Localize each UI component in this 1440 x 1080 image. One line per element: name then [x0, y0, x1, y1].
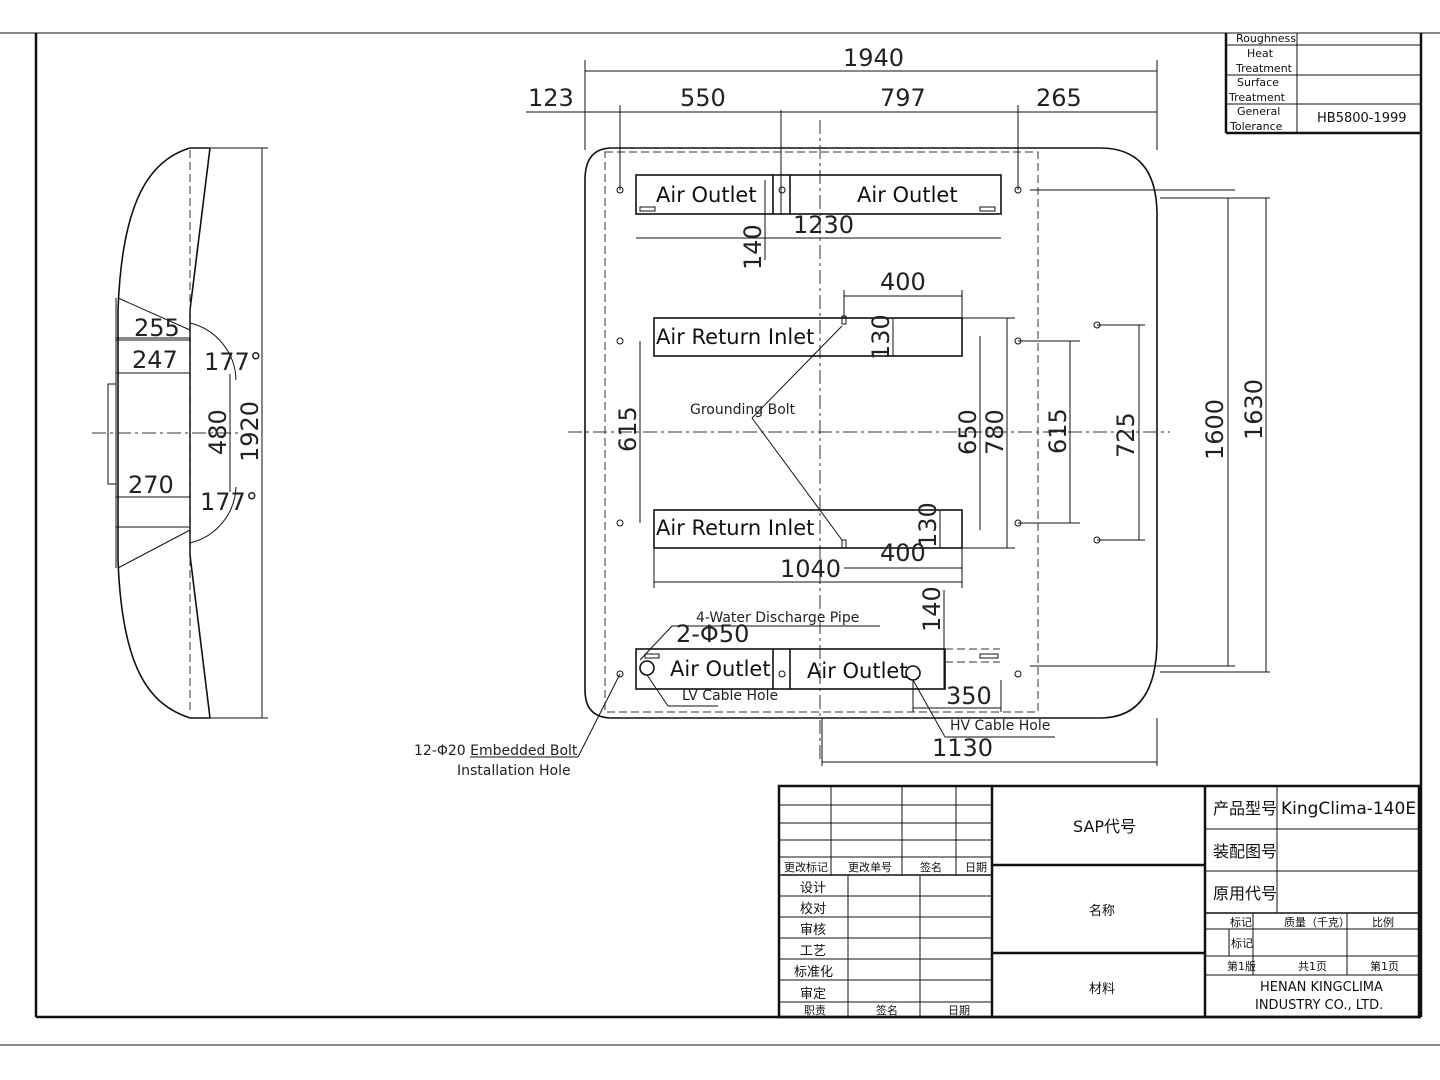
dim-725: 725 [1112, 412, 1140, 458]
tb-design: 设计 [800, 881, 826, 896]
tb-rev-mark: 更改标记 [784, 860, 828, 874]
tb-page: 第1页 [1370, 959, 1399, 973]
tb-edition: 第1版 [1227, 959, 1256, 973]
water-discharge-label: 4-Water Discharge Pipe [696, 610, 859, 626]
dim-265: 265 [1036, 84, 1082, 112]
embedded-bolt-label-2: Installation Hole [457, 763, 571, 779]
dim-1040: 1040 [780, 555, 841, 583]
spec-tolerance-1: General [1237, 105, 1280, 118]
spec-surface-2: Treatment [1228, 91, 1286, 104]
tb-material: 材料 [1089, 982, 1115, 997]
tb-scale: 比例 [1372, 915, 1394, 929]
spec-table: Roughness Heat Treatment Surface Treatme… [1224, 32, 1421, 135]
dim-615-left: 615 [614, 406, 642, 452]
top-view: Air Outlet Air Outlet Air Return Inlet A… [414, 44, 1270, 779]
dim-1230: 1230 [793, 211, 854, 239]
bottom-right-outlet-label: Air Outlet [807, 659, 908, 683]
tb-process: 工艺 [800, 944, 826, 959]
spec-surface-1: Surface [1237, 76, 1279, 89]
dim-615-right: 615 [1044, 408, 1072, 454]
dim-255: 255 [134, 314, 180, 342]
tb-assembly-label: 装配图号 [1213, 842, 1277, 861]
tb-mark2: 标记 [1231, 936, 1253, 950]
spec-heat-2: Treatment [1235, 62, 1293, 75]
dim-1920: 1920 [236, 401, 264, 462]
return-inlet-lower-label: Air Return Inlet [656, 516, 814, 540]
angle-bottom: 177° [200, 488, 258, 516]
tb-standard: 标准化 [794, 965, 833, 980]
spec-heat-1: Heat [1247, 47, 1274, 60]
tb-date: 日期 [965, 861, 987, 874]
dim-1130: 1130 [932, 734, 993, 762]
dim-780: 780 [981, 409, 1009, 455]
top-right-outlet-label: Air Outlet [857, 183, 958, 207]
dim-130-upper: 130 [867, 314, 895, 360]
spec-tolerance-value: HB5800-1999 [1317, 111, 1407, 126]
dim-480: 480 [204, 409, 232, 455]
dim-350: 350 [946, 682, 992, 710]
return-inlet-upper-label: Air Return Inlet [656, 325, 814, 349]
tb-check: 校对 [800, 901, 826, 917]
dim-247: 247 [132, 346, 178, 374]
tb-mark: 标记 [1230, 915, 1252, 929]
dim-650: 650 [954, 409, 982, 455]
tb-review: 审核 [800, 923, 826, 938]
tb-rev-no: 更改单号 [848, 860, 892, 874]
tb-resp: 职责 [804, 1004, 826, 1017]
tb-company-2: INDUSTRY CO., LTD. [1255, 998, 1383, 1013]
bottom-left-outlet-label: Air Outlet [670, 657, 771, 681]
tb-model-value: KingClima-140E [1281, 799, 1416, 819]
tb-total: 共1页 [1298, 960, 1327, 973]
tb-orig-label: 原用代号 [1213, 884, 1277, 903]
dim-1600: 1600 [1201, 399, 1229, 460]
dim-1630: 1630 [1240, 379, 1268, 440]
tb-model-label: 产品型号 [1213, 799, 1277, 818]
spec-tolerance-2: Tolerance [1229, 120, 1283, 133]
dim-130-lower: 130 [914, 502, 942, 548]
title-block: 更改标记 更改单号 签名 日期 设计 校对 审核 工艺 标准化 审定 职责 签名… [777, 784, 1421, 1019]
tb-date2: 日期 [948, 1004, 970, 1017]
dim-123: 123 [528, 84, 574, 112]
tb-name: 名称 [1089, 903, 1115, 919]
dim-550: 550 [680, 84, 726, 112]
dim-1940: 1940 [843, 44, 904, 72]
dim-140-bottom: 140 [918, 586, 946, 632]
top-left-outlet-label: Air Outlet [656, 183, 757, 207]
dim-270: 270 [128, 471, 174, 499]
tb-sign2: 签名 [876, 1003, 898, 1017]
hv-cable-hole-label: HV Cable Hole [950, 718, 1050, 734]
tb-approve: 审定 [800, 987, 826, 1002]
tb-weight: 质量（千克） [1284, 916, 1350, 929]
dim-797: 797 [880, 84, 926, 112]
grounding-bolt-label: Grounding Bolt [690, 402, 796, 418]
spec-roughness: Roughness [1236, 32, 1296, 45]
dim-400-lower: 400 [880, 539, 926, 567]
side-view: 255 247 270 177° 177° 480 1920 [92, 147, 268, 719]
lv-cable-hole-label: LV Cable Hole [682, 688, 778, 704]
angle-top: 177° [204, 348, 262, 376]
tb-sign: 签名 [920, 860, 942, 874]
dim-400-upper: 400 [880, 268, 926, 296]
tb-sap-code: SAP代号 [1073, 817, 1136, 836]
embedded-bolt-label-1: 12-Φ20 Embedded Bolt [414, 743, 578, 759]
dim-140-top: 140 [739, 224, 767, 270]
pipe-dia-label: 2-Φ50 [676, 620, 749, 648]
drawing-frame [0, 32, 1440, 1046]
tb-company-1: HENAN KINGCLIMA [1260, 980, 1383, 995]
